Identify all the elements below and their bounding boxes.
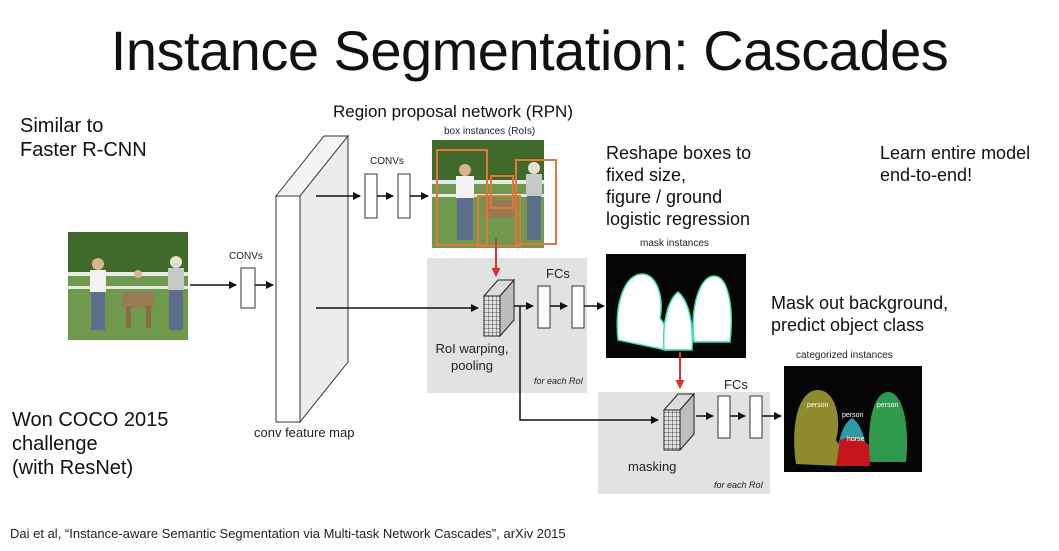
fcs-label-2: FCs	[724, 377, 748, 392]
masking-grid	[663, 409, 681, 451]
class-label-person-2: person	[842, 412, 864, 419]
box-instances-image	[432, 140, 557, 248]
mask-instances-image	[606, 254, 746, 358]
coco-note-line1: Won COCO 2015	[12, 409, 169, 431]
coco-note: Won COCO 2015 challenge (with ResNet)	[12, 408, 168, 480]
end-to-end-note: Learn entire model end-to-end!	[880, 142, 1030, 186]
rpn-conv-2	[397, 173, 411, 219]
conv-feature-map-label: conv feature map	[254, 425, 355, 440]
fcs-label-1: FCs	[546, 266, 570, 281]
box-instances-label: box instances (RoIs)	[444, 126, 536, 137]
similar-note-line1: Similar to	[20, 115, 104, 137]
mask-instances-label: mask instances	[640, 238, 709, 249]
reshape-line4: logistic regression	[606, 209, 751, 229]
reshape-line2: fixed size,	[606, 165, 687, 185]
coco-note-line2: challenge	[12, 433, 98, 455]
roi-warping-line1: RoI warping,	[435, 341, 509, 356]
reshape-line1: Reshape boxes to	[606, 143, 752, 163]
class-label-person-3: person	[877, 402, 899, 409]
similar-note-line2: Faster R-CNN	[20, 139, 147, 161]
categorized-instances-label: categorized instances	[796, 350, 893, 361]
mask-note-line2: predict object class	[771, 315, 925, 335]
input-image	[68, 232, 188, 340]
end-to-end-line2: end-to-end!	[880, 165, 973, 185]
reshape-note: Reshape boxes to fixed size, figure / gr…	[606, 142, 751, 230]
citation: Dai et al, “Instance-aware Semantic Segm…	[10, 526, 566, 541]
masking-label: masking	[628, 459, 677, 474]
similar-note: Similar to Faster R-CNN	[20, 114, 147, 162]
convs-label-2: CONVs	[370, 156, 404, 167]
roi-warping-label: RoI warping, pooling	[430, 340, 514, 374]
fc-block-2b	[749, 395, 763, 439]
end-to-end-line1: Learn entire model	[880, 143, 1031, 163]
mask-note: Mask out background, predict object clas…	[771, 292, 948, 336]
class-label-person-1: person	[807, 402, 829, 409]
slide-title: Instance Segmentation: Cascades	[110, 19, 949, 82]
for-each-roi-1: for each RoI	[534, 376, 584, 386]
convs-block-1	[240, 267, 256, 309]
coco-note-line3: (with ResNet)	[12, 457, 134, 479]
roi-warping-line2: pooling	[451, 358, 493, 373]
mask-note-line1: Mask out background,	[771, 293, 949, 313]
for-each-roi-2: for each RoI	[714, 480, 764, 490]
fc-block-1a	[537, 285, 551, 329]
rpn-conv-1	[364, 173, 378, 219]
reshape-line3: figure / ground	[606, 187, 723, 207]
roi-warping-grid	[483, 295, 501, 337]
fc-block-2a	[717, 395, 731, 439]
class-label-horse: horse	[847, 436, 865, 443]
fc-block-1b	[571, 285, 585, 329]
convs-label-1: CONVs	[229, 251, 263, 262]
categorized-instances-image	[784, 366, 922, 472]
rpn-label: Region proposal network (RPN)	[333, 102, 573, 121]
conv-feature-map	[275, 195, 301, 423]
